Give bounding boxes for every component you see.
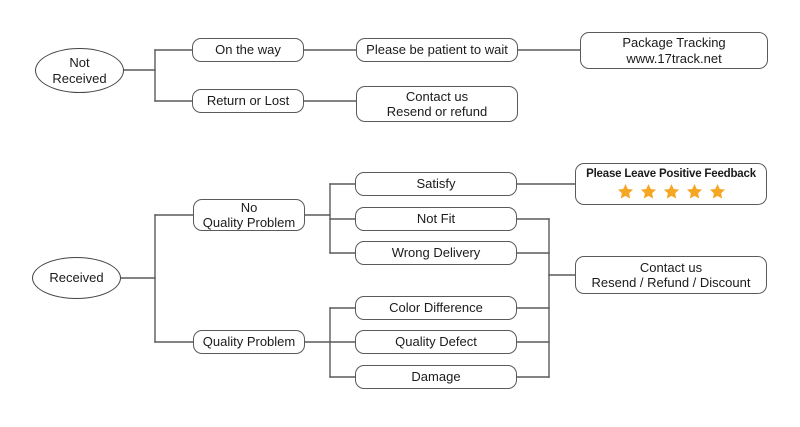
star-icon xyxy=(617,184,633,199)
node-label-line: Not xyxy=(69,55,90,71)
node-label-line: Damage xyxy=(411,369,461,385)
node-label-line: Received xyxy=(52,70,107,86)
node-label-line: www.17track.net xyxy=(626,50,722,66)
node-label-line: Not Fit xyxy=(416,211,456,227)
node-label-line: Quality Problem xyxy=(202,334,296,350)
node-label-line: No xyxy=(240,199,258,215)
node-feedback[interactable]: Please Leave Positive Feedback xyxy=(575,163,767,205)
node-label-line: Color Difference xyxy=(389,300,483,316)
node-label-line: Resend or refund xyxy=(386,104,488,119)
node-label-line: Quality Problem xyxy=(202,215,296,230)
node-quality-problem[interactable]: Quality Problem xyxy=(193,330,305,354)
node-quality-defect[interactable]: Quality Defect xyxy=(355,330,517,354)
node-label-line: Quality Defect xyxy=(395,334,477,350)
star-icon xyxy=(640,184,656,199)
star-icon xyxy=(686,184,702,199)
star-icon xyxy=(663,184,679,199)
node-label-line: Please be patient to wait xyxy=(366,42,508,58)
node-label-line: Wrong Delivery xyxy=(391,245,481,261)
node-not-fit[interactable]: Not Fit xyxy=(355,207,517,231)
node-patient-wait[interactable]: Please be patient to wait xyxy=(356,38,518,62)
node-label-line: Package Tracking xyxy=(622,35,726,51)
node-label-line: Contact us xyxy=(405,88,469,104)
node-label-line: On the way xyxy=(215,42,281,58)
node-return-or-lost[interactable]: Return or Lost xyxy=(192,89,304,113)
node-on-the-way[interactable]: On the way xyxy=(192,38,304,62)
node-label-line: Return or Lost xyxy=(206,93,290,109)
node-satisfy[interactable]: Satisfy xyxy=(355,172,517,196)
node-label-line: Resend / Refund / Discount xyxy=(591,275,751,290)
node-damage[interactable]: Damage xyxy=(355,365,517,389)
node-label-line: Received xyxy=(49,270,104,286)
node-wrong-delivery[interactable]: Wrong Delivery xyxy=(355,241,517,265)
node-label-line: Contact us xyxy=(639,259,703,275)
node-color-difference[interactable]: Color Difference xyxy=(355,296,517,320)
node-label-line: Satisfy xyxy=(416,176,456,192)
node-received[interactable]: Received xyxy=(32,257,121,299)
star-rating xyxy=(617,183,726,200)
star-icon xyxy=(709,184,725,199)
node-label-line: Please Leave Positive Feedback xyxy=(586,167,756,180)
